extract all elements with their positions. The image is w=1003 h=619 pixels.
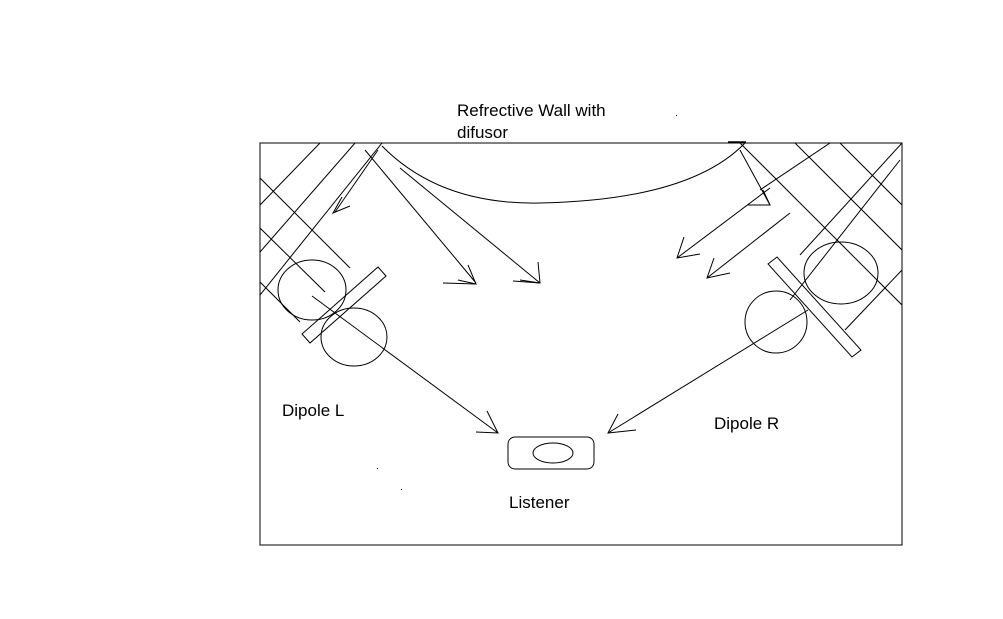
left-reflection-arrows [331,149,541,285]
right-reflection-arrows [676,149,791,279]
dipole-left-label: Dipole L [282,401,345,420]
listener-label: Listener [509,493,570,512]
diffusor-curve [381,142,746,204]
dipole-right-label: Dipole R [714,414,780,433]
stray-dots [377,115,677,490]
wall-label-line2: difusor [457,123,509,142]
dipole-left-speaker [277,259,388,367]
listener-seat [507,436,595,470]
dipole-right-speaker [744,241,879,358]
left-backwave-beam [260,143,383,323]
right-backwave-beam [739,143,902,331]
wall-label-line1: Refrective Wall with [457,101,606,120]
direct-sound-arrows [311,295,809,434]
room-outline [259,142,903,546]
